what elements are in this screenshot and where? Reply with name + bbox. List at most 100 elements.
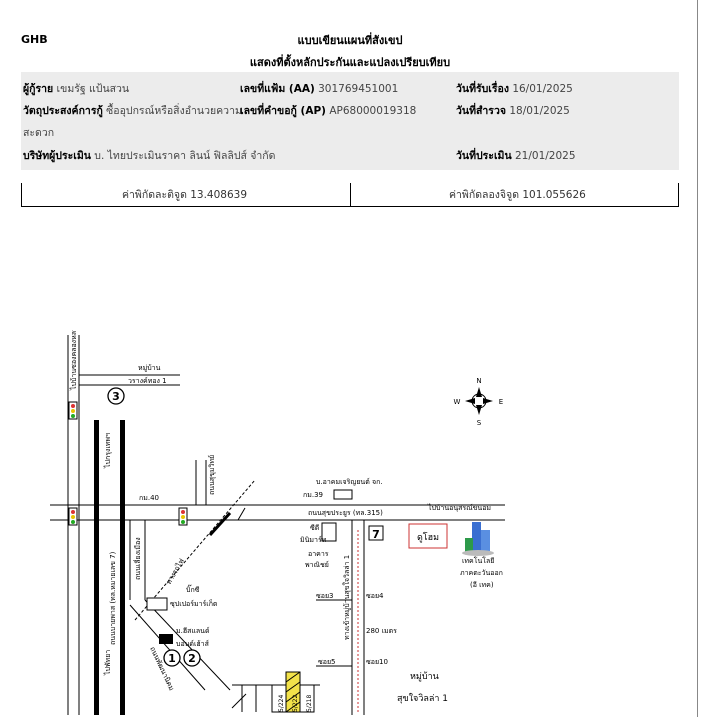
appraise-date-value: 21/01/2025 [514,150,576,162]
label-tech-2: ภาคตะวันออก [460,569,503,577]
received-date-field: วันที่รับเรื่อง 16/01/2025 [456,80,573,97]
purpose-value-continued: สะดวก [23,127,55,139]
appraise-date-field: วันที่ประเมิน 21/01/2025 [456,147,576,164]
label-village-top-2: วรางค์ทอง 1 [128,377,167,385]
seven-eleven-icon: 7 [368,525,384,541]
longitude-value: 101.055626 [522,189,586,201]
label-village-top: หมู่บ้าน [138,364,161,372]
page-title: แบบเขียนแผนที่สังเขป [297,34,403,47]
request-number-field: เลขที่คำขอกู้ (AP) AP68000019318 [240,102,416,119]
appraise-date-label: วันที่ประเมิน [456,150,512,162]
file-number-value: 301769451001 [318,83,399,95]
label-soi4: ซอย4 [366,592,384,600]
purpose-field: วัตถุประสงค์การกู้ ซื้ออุปกรณ์หรือสิ่งอำ… [23,102,242,119]
label-soi3: ซอย3 [316,592,334,600]
label-railway: ทางรถไฟ [164,557,186,586]
request-number-value: AP68000019318 [329,105,417,117]
file-number-label: เลขที่แฟ้ม (AA) [240,83,315,95]
brand-label: GHB [21,33,48,46]
borrower-label: ผู้กู้ราย [23,83,54,95]
label-tech-3: (อี เทค) [470,581,494,589]
label-plot-3: 5/218 [306,695,313,712]
label-soi5: ซอย5 [318,658,336,666]
label-to-bangkhla: ไปบ้านซองคลองหลวง [69,330,78,391]
label-road-main: ถนนสุขประยูร (ทล.315) [308,509,383,517]
label-plot-1: 5/224 [278,695,285,712]
borrower-value: เขมรัฐ แป้นสวน [56,83,130,95]
coordinates-box: ค่าพิกัดละติจูด 13.408639 ค่าพิกัดลองจิจ… [21,183,679,207]
latitude-value: 13.408639 [190,189,248,201]
survey-date-value: 18/01/2025 [509,105,570,117]
highway-7 [94,420,125,715]
label-mall-2: บอนด์เฮ้าส์ [176,640,210,648]
road-network [50,335,505,715]
marker-1: 1 [163,649,181,667]
label-village-bottom: หมู่บ้าน [410,671,439,682]
building-icon [462,522,494,556]
borrower-field: ผู้กู้ราย เขมรัฐ แป้นสวน [23,80,129,97]
file-number-field: เลขที่แฟ้ม (AA) 301769451001 [240,80,398,97]
longitude-label: ค่าพิกัดลองจิจูด [449,189,520,201]
label-mall: ม.ฮีสแลนด์ [176,627,210,635]
label-to-bangkok: ไปกรุงเทพฯ [103,433,112,469]
map-labels: ไปบ้านซองคลองหลวง หมู่บ้าน วรางค์ทอง 1 ก… [69,330,503,712]
label-highway: ถนนบายพาส (ทล.หมายเลข 7) [109,551,117,645]
label-village-bottom-2: สุขใจวิลล่า 1 [397,693,448,704]
svg-text:2: 2 [188,652,196,665]
label-market: มินิมาร์ท [300,536,327,544]
survey-date-label: วันที่สำรวจ [456,105,506,117]
label-super: ซุปเปอร์มาร์เก็ต [170,599,218,608]
collateral-plot [231,671,315,713]
label-big-c: บิ๊กซี [186,584,200,594]
latitude-field: ค่าพิกัดละติจูด 13.408639 [122,186,247,203]
compass-icon: N S E W [454,377,504,427]
label-company: บ.อาคมเจริญยนต์ จก. [316,478,383,486]
school-building [321,522,337,542]
svg-text:1: 1 [168,652,176,665]
label-soi10: ซอย10 [366,658,388,666]
railway [134,479,256,621]
purpose-label: วัตถุประสงค์การกู้ [23,105,103,117]
info-panel: ผู้กู้ราย เขมรัฐ แป้นสวน เลขที่แฟ้ม (AA)… [21,72,679,170]
marker-3: 3 [107,387,125,405]
supermarket-building [146,597,168,611]
request-number-label: เลขที่คำขอกู้ (AP) [240,105,326,117]
compass-w: W [454,398,461,406]
appraiser-label: บริษัทผู้ประเมิน [23,150,91,162]
label-plot-2: 5/222 [292,695,299,712]
appraiser-field: บริษัทผู้ประเมิน บ. ไทยประเมินราคา ลินน์… [23,147,275,164]
label-road-top: ถนนสุขุมวิทย์ [208,455,216,495]
received-date-label: วันที่รับเรื่อง [456,83,509,95]
label-mart2: อาคาร [308,550,329,558]
compass-n: N [476,377,481,385]
label-kubong: ถนนเลี่ยงเมือง [133,537,142,580]
latitude-label: ค่าพิกัดละติจูด [122,189,187,201]
label-to-chachoeng: ไปบ้านอนุสรณ์ขนอม [427,503,491,512]
label-km39: กม.39 [303,491,323,499]
mall-building [159,634,173,644]
svg-text:ดูโฮม: ดูโฮม [417,532,439,543]
appraiser-value: บ. ไทยประเมินราคา ลินน์ ฟิลลิปส์ จำกัด [94,150,276,162]
label-school: ซีดี [310,524,319,532]
longitude-field: ค่าพิกัดลองจิจูด 101.055626 [449,186,586,203]
label-to-pattaya: ไปพัทยา [103,650,112,676]
received-date-value: 16/01/2025 [512,83,573,95]
survey-date-field: วันที่สำรวจ 18/01/2025 [456,102,570,119]
location-map: N S E W 3 1 2 7 ดูโฮม [50,330,505,715]
label-side-road: ทางเข้าหมู่บ้านสุขใจวิลล่า 1 [342,555,351,640]
purpose-value: ซื้ออุปกรณ์หรือสิ่งอำนวยความ [106,105,242,117]
company-building [333,489,353,500]
page-subtitle: แสดงที่ตั้งหลักประกันและแปลงเปรียบเทียบ [249,56,451,69]
traffic-light-icon [68,401,188,526]
label-mart3: พาณิชย์ [305,561,329,569]
marker-2: 2 [183,649,201,667]
label-km40: กม.40 [139,494,159,502]
svg-text:3: 3 [112,390,120,403]
compass-e: E [499,398,503,406]
label-tech: เทคโนโลยี [462,556,494,565]
compass-s: S [477,419,482,427]
coordinates-divider [350,183,351,207]
duhome-box: ดูโฮม [408,523,448,549]
label-distance: 280 เมตร [366,627,397,635]
